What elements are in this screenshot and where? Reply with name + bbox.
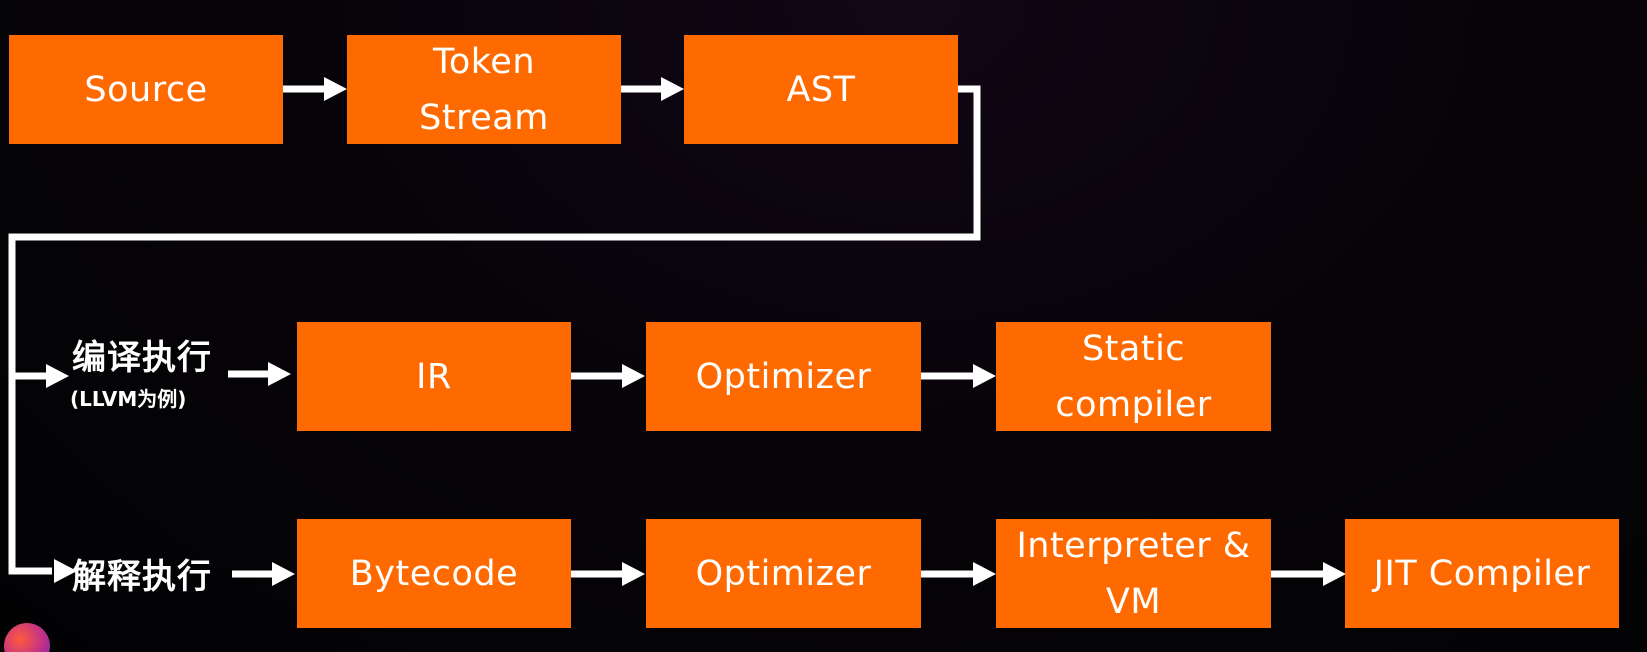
token-stream-box: Token Stream <box>347 35 621 144</box>
jit-compiler-box: JIT Compiler <box>1345 519 1619 628</box>
jit-compiler-label: JIT Compiler <box>1373 553 1591 594</box>
optimizer-label-interpreted: Optimizer <box>695 553 872 594</box>
arrowhead-interpreter <box>973 562 996 586</box>
arrowhead-optimizer-row2 <box>622 364 645 388</box>
arrowhead-interpreted-label <box>54 559 77 583</box>
arrowhead-static <box>973 364 996 388</box>
arrowhead-ast <box>661 77 684 101</box>
arrowhead-optimizer-row3 <box>622 562 645 586</box>
arrowhead-jit <box>1323 562 1346 586</box>
arrowhead-ir <box>268 362 291 386</box>
compiled-execution-sublabel: (LLVM为例) <box>70 387 187 411</box>
ir-box: IR <box>297 322 571 431</box>
arrowhead-compiled-label <box>46 364 69 388</box>
optimizer-box-compiled: Optimizer <box>646 322 921 431</box>
static-compiler-label: Static compiler <box>1055 328 1212 425</box>
interpreter-vm-label: Interpreter & VM <box>1016 525 1251 622</box>
connector-ast-to-rail <box>8 85 981 575</box>
interpreter-vm-box: Interpreter & VM <box>996 519 1271 628</box>
interpreted-execution-label: 解释执行 <box>72 557 212 597</box>
arrowhead-bytecode <box>272 562 295 586</box>
token-stream-label: Token Stream <box>419 41 549 138</box>
compiled-execution-label: 编译执行 <box>72 338 212 378</box>
arrowhead-token <box>324 77 347 101</box>
source-box: Source <box>9 35 283 144</box>
optimizer-label-compiled: Optimizer <box>695 356 872 397</box>
static-compiler-box: Static compiler <box>996 322 1271 431</box>
bytecode-box: Bytecode <box>297 519 571 628</box>
optimizer-box-interpreted: Optimizer <box>646 519 921 628</box>
bytecode-label: Bytecode <box>349 553 519 594</box>
ast-label: AST <box>786 69 856 110</box>
ast-box: AST <box>684 35 958 144</box>
source-label: Source <box>84 69 208 110</box>
ir-label: IR <box>416 356 452 397</box>
